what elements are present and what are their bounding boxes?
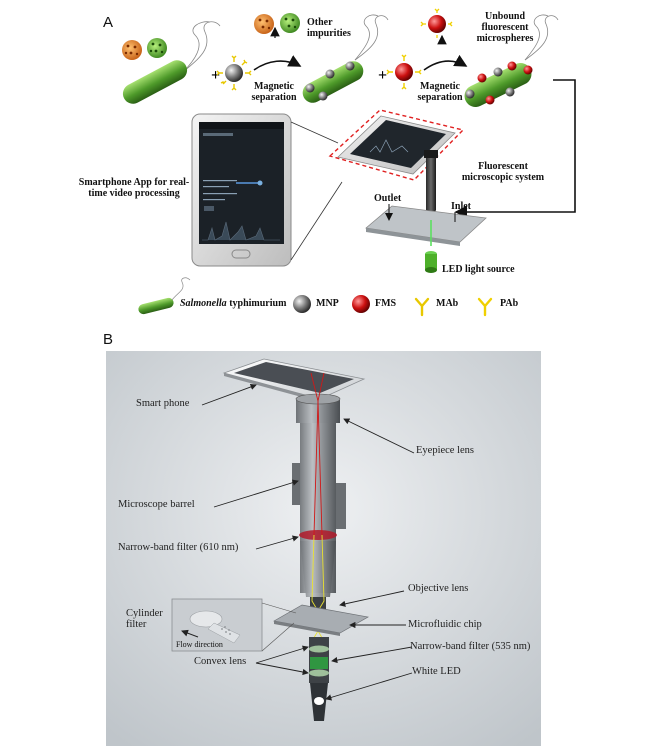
convex-lens-upper (309, 645, 329, 653)
legend-mab-label: MAb (436, 298, 459, 309)
panel-b-letter: B (103, 331, 114, 348)
label-unbound-microspheres: Unbound fluorescent microspheres (476, 11, 534, 44)
label-led-source: LED light source (442, 264, 515, 275)
fms-with-pab (386, 54, 422, 90)
smart-phone-3d (222, 358, 366, 402)
impurity-orange-1 (122, 40, 142, 60)
label-microfluidic-chip: Microfluidic chip (408, 619, 482, 630)
label-magnetic-separation-1: Magnetic separation (251, 81, 297, 103)
label-flow-direction: Flow direction (176, 640, 223, 649)
legend-fms-icon (352, 295, 370, 313)
legend-salmonella-italic: Salmonella (180, 298, 227, 309)
label-narrow-band-535: Narrow-band filter (535 nm) (410, 641, 531, 652)
salmonella-bacterium-1 (122, 21, 221, 104)
filter-610-disk (299, 530, 337, 540)
label-eyepiece-lens: Eyepiece lens (416, 445, 475, 456)
label-outlet: Outlet (374, 193, 402, 204)
impurity-orange-2 (254, 14, 274, 34)
legend-pab-icon (477, 297, 493, 317)
label-white-led: White LED (412, 666, 461, 677)
label-fluorescent-system: Fluorescent microscopic system (461, 161, 545, 183)
filter-535 (310, 657, 328, 669)
label-narrow-band-610: Narrow-band filter (610 nm) (118, 542, 239, 553)
microscope-tube (424, 150, 438, 220)
panel-b-diagram (106, 351, 541, 746)
legend-mab-icon (414, 297, 430, 317)
label-microscope-barrel: Microscope barrel (118, 499, 195, 510)
legend-pab-label: PAb (500, 298, 519, 309)
salmonella-bacterium-3 (464, 14, 559, 107)
panel-a-letter: A (103, 14, 114, 31)
impurity-green-2 (280, 13, 300, 33)
label-other-impurities: Other impurities (307, 17, 351, 39)
label-magnetic-separation-2: Magnetic separation (417, 81, 463, 103)
legend-fms-label: FMS (375, 298, 397, 309)
legend-mnp-label: MNP (316, 298, 339, 309)
legend-salmonella-label: Salmonella typhimurium (180, 298, 286, 309)
salmonella-bacterium-2 (302, 14, 389, 103)
label-objective-lens: Objective lens (408, 583, 469, 594)
cylinder-filter-inset (171, 598, 297, 652)
convex-lens-lower (309, 669, 329, 677)
legend-salmonella-icon (138, 277, 191, 315)
label-smartphone-app: Smartphone App for real- time video proc… (78, 177, 190, 199)
unbound-fms (420, 8, 453, 38)
label-inlet: Inlet (451, 201, 471, 212)
microfluidic-chip-3d (272, 604, 370, 636)
microscope-barrel-3d (292, 393, 346, 609)
mnp-with-mab (216, 55, 252, 91)
plus-sign-1: + (211, 67, 220, 84)
smartphone-large (191, 113, 292, 267)
microfluidic-chip-small (365, 205, 487, 246)
impurity-green-1 (147, 38, 167, 58)
label-convex-lens: Convex lens (194, 656, 247, 667)
smartphone-small-tilted (328, 109, 465, 181)
led-light-source (425, 220, 437, 273)
label-smart-phone: Smart phone (136, 398, 190, 409)
led-assembly (309, 637, 329, 721)
label-cylinder-filter: Cylinder filter (126, 608, 163, 630)
legend-mnp-icon (293, 295, 311, 313)
panel-a-diagram: + + (122, 8, 576, 317)
legend-salmonella-rest: typhimurium (226, 298, 287, 309)
white-led-glow (314, 697, 324, 705)
plus-sign-2: + (378, 67, 387, 84)
